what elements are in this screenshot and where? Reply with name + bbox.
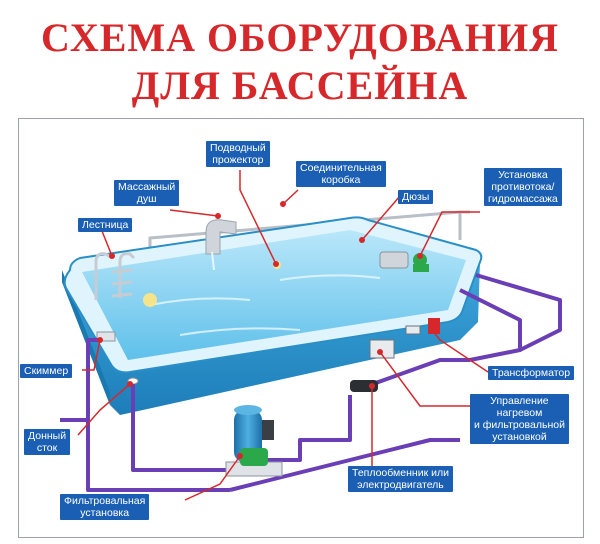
heat-exchanger-illustration [350, 380, 378, 392]
label-ladder: Лестница [78, 218, 133, 232]
label-counterflow-line-1: Установка [498, 169, 548, 181]
diagram-frame [18, 118, 584, 538]
label-counterflow: Установка противотока/ гидромассажа [484, 168, 562, 206]
label-control-line-1: Управление [490, 395, 549, 407]
label-skimmer: Скиммер [20, 364, 73, 378]
label-bottom-drain-line-2: сток [36, 442, 58, 454]
skimmer-illustration [96, 331, 116, 342]
water-highlights [149, 274, 381, 336]
label-control-line-4: установкой [492, 431, 547, 443]
control-box-illustration [369, 325, 421, 359]
projector-glow [143, 293, 157, 307]
label-filter-unit-line-1: Фильтровальная [64, 495, 146, 507]
label-heat-exchanger-line-2: электродвигатель [357, 479, 444, 491]
label-junction-box: Соединительная коробка [296, 161, 386, 187]
label-transformer: Трансформатор [488, 366, 575, 380]
label-projector: Подводный прожектор [206, 141, 270, 167]
pool-water [82, 230, 466, 360]
label-massage-shower-line-1: Массажный [118, 181, 176, 193]
label-bottom-drain-line-1: Донный [28, 430, 67, 442]
filter-unit-illustration [225, 405, 283, 477]
leader-dots [97, 201, 435, 459]
label-filter-unit-line-2: установка [80, 507, 130, 519]
label-massage-shower-line-2: душ [136, 193, 157, 205]
counterflow-illustration [379, 251, 429, 272]
label-heat-exchanger-line-1: Теплообменник или [352, 467, 449, 479]
ladder-illustration [94, 252, 136, 300]
label-heat-exchanger: Теплообменник или электродвигатель [348, 466, 453, 492]
label-nozzles: Дюзы [398, 190, 434, 204]
label-control-line-2: нагревом [496, 407, 543, 419]
label-massage-shower: Массажный душ [114, 180, 180, 206]
massage-shower-illustration [205, 219, 237, 271]
label-filter-unit: Фильтровальная установка [60, 494, 150, 520]
label-projector-line-1: Подводный [210, 142, 266, 154]
pipes [60, 273, 562, 492]
label-control: Управление нагревом и фильтровальной уст… [470, 394, 569, 444]
title-line-2: ДЛЯ БАССЕЙНА [131, 63, 469, 108]
label-junction-box-line-1: Соединительная [300, 162, 382, 174]
label-junction-box-line-2: коробка [321, 174, 361, 186]
label-counterflow-line-3: гидромассажа [488, 193, 558, 205]
label-counterflow-line-2: противотока/ [491, 181, 555, 193]
label-control-line-3: и фильтровальной [474, 419, 565, 431]
title-line-1: СХЕМА ОБОРУДОВАНИЯ [41, 15, 559, 60]
label-projector-line-2: прожектор [212, 154, 264, 166]
label-bottom-drain: Донный сток [24, 429, 71, 455]
